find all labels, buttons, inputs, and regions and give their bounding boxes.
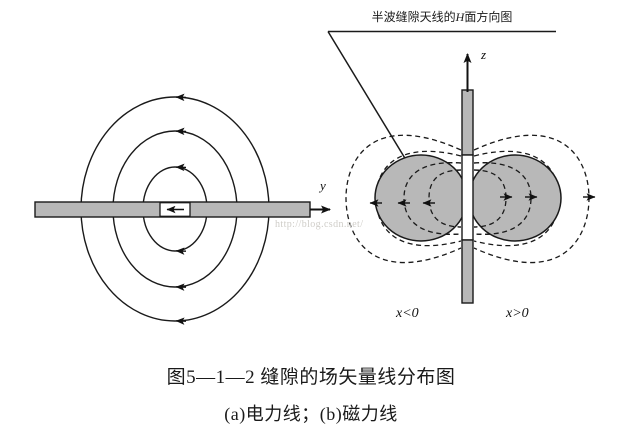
y-axis-label: y <box>320 178 326 193</box>
conductor-upper-segment <box>461 89 474 156</box>
h-plane-label-suffix: 面方向图 <box>464 10 513 24</box>
h-loop-left-4 <box>345 134 462 264</box>
h-plane-pattern-label: 半波缝隙天线的H面方向图 <box>328 8 556 25</box>
panel-a-electric-field <box>34 93 331 325</box>
h-overlay-left-1 <box>428 169 462 228</box>
panel-b-magnetic-field <box>327 30 596 304</box>
z-axis-label: z <box>481 47 487 62</box>
h-plane-label-prefix: 半波缝隙天线的 <box>371 10 456 24</box>
h-overlay-left-2 <box>403 162 462 235</box>
h-overlay-right-1 <box>473 169 507 228</box>
figure-caption-sub: (a)电力线；(b)磁力线 <box>224 404 398 424</box>
h-field-lines-over-lobes <box>403 162 532 235</box>
h-field-direction-arrows <box>369 193 596 207</box>
h-plane-label-italic: H <box>455 10 465 24</box>
radiation-lobes <box>374 154 562 242</box>
region-label-x-negative: x<0 <box>396 306 419 321</box>
panel-b-conductor <box>461 89 474 304</box>
watermark-text: http://blog.csdn.net/ <box>275 219 364 230</box>
h-overlay-right-2 <box>473 162 532 235</box>
conductor-lower-segment <box>461 239 474 304</box>
region-label-x-positive: x>0 <box>506 306 529 321</box>
e-field-direction-arrows <box>175 93 187 325</box>
figure-caption-main: 图5—1—2 缝隙的场矢量线分布图 <box>166 367 456 388</box>
conductor-slot-gap <box>461 154 474 241</box>
